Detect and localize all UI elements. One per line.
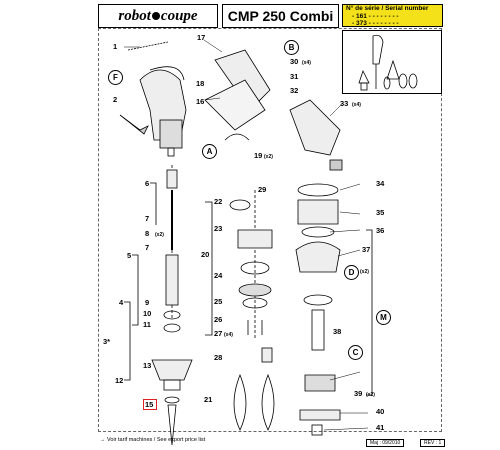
highlight-part-15: [143, 399, 157, 410]
part-label-25: 25: [214, 297, 223, 306]
part-label-4: 4: [119, 298, 124, 307]
part-label-12: 12: [115, 376, 124, 385]
callout-A: A: [202, 144, 217, 159]
part-label-39: 39: [354, 389, 363, 398]
part-39-suffix: (x2): [366, 392, 375, 398]
callout-D-suffix: (x2): [360, 269, 369, 275]
part-label-41: 41: [376, 423, 385, 432]
serial-line-2: - 373 - - - - - - - -: [352, 20, 399, 27]
callout-B: B: [284, 40, 299, 55]
part-label-26: 26: [214, 315, 223, 324]
part-label-15: 15: [145, 400, 154, 409]
part-label-27: 27: [214, 329, 223, 338]
part-label-32: 32: [290, 86, 299, 95]
part-19-suffix: (x2): [264, 154, 273, 160]
part-label-17: 17: [197, 33, 206, 42]
part-label-23: 23: [214, 224, 223, 233]
machine-thumbnail: [342, 30, 442, 94]
part-label-5: 5: [127, 251, 132, 260]
part-label-24: 24: [214, 271, 223, 280]
part-label-21: 21: [204, 395, 213, 404]
part-label-7b: 7: [145, 243, 150, 252]
callout-M: M: [376, 310, 391, 325]
revision-date: Maj : 09/2010: [366, 439, 405, 447]
part-label-31: 31: [290, 72, 299, 81]
model-title: CMP 250 Combi: [222, 4, 339, 28]
callout-D: D: [344, 265, 359, 280]
part-label-8: 8: [145, 229, 150, 238]
part-label-22: 22: [214, 197, 223, 206]
part-label-7a: 7: [145, 214, 150, 223]
part-label-28: 28: [214, 353, 223, 362]
part-label-29: 29: [258, 185, 267, 194]
part-label-20: 20: [201, 250, 210, 259]
diagram-frame: [98, 28, 442, 432]
part-label-6: 6: [145, 179, 150, 188]
serial-title: N° de série / Serial number: [346, 5, 429, 12]
brand-logo: robot coupe: [98, 4, 218, 28]
part-label-1: 1: [113, 42, 118, 51]
part-label-16: 16: [196, 97, 205, 106]
revision-number: REV : 1: [420, 439, 446, 447]
part-label-18: 18: [196, 79, 205, 88]
serial-line-1: - 161 - - - - - - - -: [352, 12, 399, 20]
part-label-3: 3*: [103, 337, 111, 346]
callout-F: F: [108, 70, 123, 85]
part-label-38: 38: [333, 327, 342, 336]
part-label-37: 37: [362, 245, 371, 254]
thumbnail-drawing-icon: [358, 34, 418, 91]
logo-dot-icon: [151, 12, 160, 20]
part-label-34: 34: [376, 179, 385, 188]
part-label-35: 35: [376, 208, 385, 217]
part-label-30: 30: [290, 57, 299, 66]
callout-C: C: [348, 345, 363, 360]
part-8-suffix: (x2): [155, 232, 164, 238]
brand-right-text: coupe: [160, 7, 198, 24]
part-27-suffix: (x4): [224, 332, 233, 338]
part-label-33: 33: [340, 99, 349, 108]
part-label-9: 9: [145, 298, 150, 307]
part-label-2: 2: [113, 95, 118, 104]
footer-note: → Voir tarif machines / See export price…: [100, 437, 206, 443]
part-label-19: 19: [254, 151, 263, 160]
part-label-13: 13: [143, 361, 152, 370]
part-30-suffix: (x4): [302, 60, 311, 66]
part-label-36: 36: [376, 226, 385, 235]
serial-number-box: N° de série / Serial number - 161 - - - …: [342, 4, 443, 27]
part-label-10: 10: [143, 309, 152, 318]
part-33-suffix: (x4): [352, 102, 361, 108]
brand-left-text: robot: [118, 7, 151, 24]
part-label-40: 40: [376, 407, 385, 416]
part-label-11: 11: [143, 320, 151, 329]
